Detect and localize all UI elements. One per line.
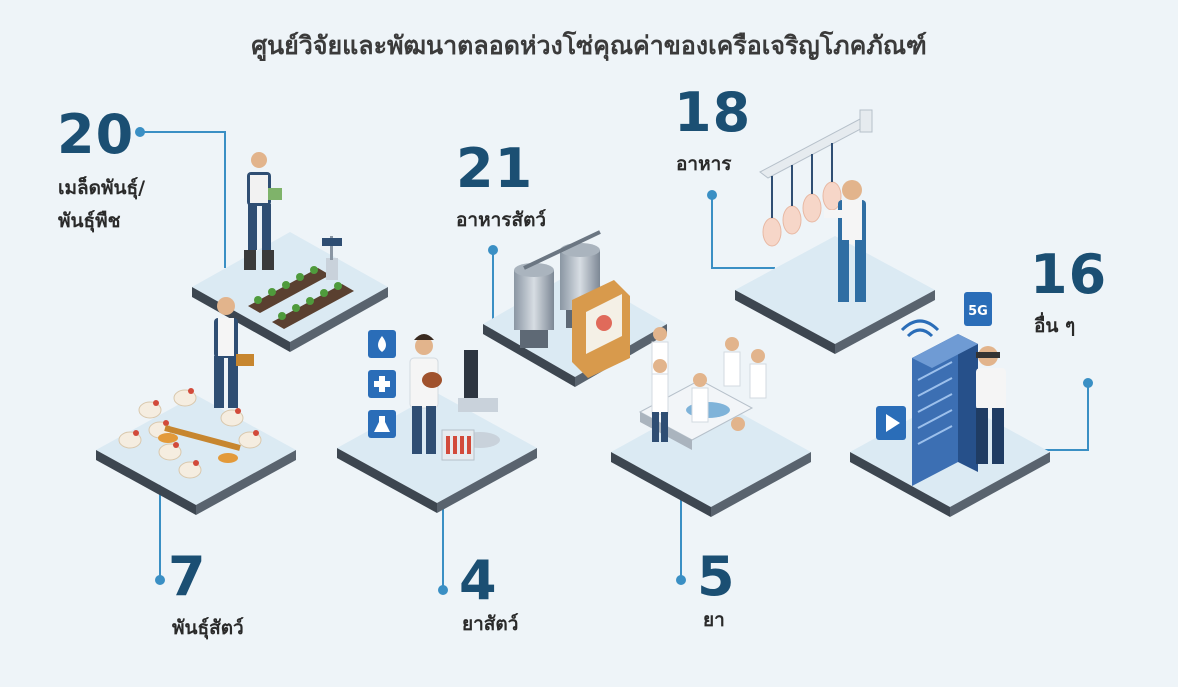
label-other: อื่น ๆ bbox=[1034, 315, 1076, 337]
vet-lab-icon bbox=[368, 330, 500, 461]
label-seeds-line2: พันธุ์พืช bbox=[58, 210, 121, 232]
feed-silo-icon bbox=[514, 230, 630, 378]
label-vet: ยาสัตว์ bbox=[462, 613, 519, 635]
chicken-farm-icon bbox=[118, 297, 262, 479]
value-food: 18 bbox=[674, 81, 752, 144]
page-title: ศูนย์วิจัยและพัฒนาตลอดห่วงโซ่คุณค่าของเค… bbox=[251, 31, 927, 60]
hospital-icon bbox=[638, 327, 767, 450]
platform-vet bbox=[337, 393, 537, 513]
value-medicine: 5 bbox=[697, 545, 736, 608]
label-food: อาหาร bbox=[676, 153, 732, 175]
server-vr-icon: 5G bbox=[876, 292, 1006, 486]
platform-breeds bbox=[96, 395, 296, 515]
value-seeds: 20 bbox=[57, 103, 135, 166]
farmer-seedlings-icon bbox=[244, 152, 354, 329]
label-seeds-line1: เมล็ดพันธุ์/ bbox=[58, 177, 146, 199]
label-medicine: ยา bbox=[703, 609, 725, 631]
value-feed: 21 bbox=[456, 137, 534, 200]
poultry-processing-icon bbox=[759, 109, 873, 302]
value-other: 16 bbox=[1030, 243, 1108, 306]
value-vet: 4 bbox=[459, 549, 498, 612]
platform-food bbox=[735, 236, 935, 354]
label-breeds: พันธุ์สัตว์ bbox=[172, 617, 244, 639]
wifi-icon bbox=[900, 319, 940, 338]
five-g-badge: 5G bbox=[968, 304, 988, 319]
value-breeds: 7 bbox=[168, 545, 207, 608]
label-feed: อาหารสัตว์ bbox=[456, 209, 547, 231]
connector-lines bbox=[135, 127, 1093, 595]
